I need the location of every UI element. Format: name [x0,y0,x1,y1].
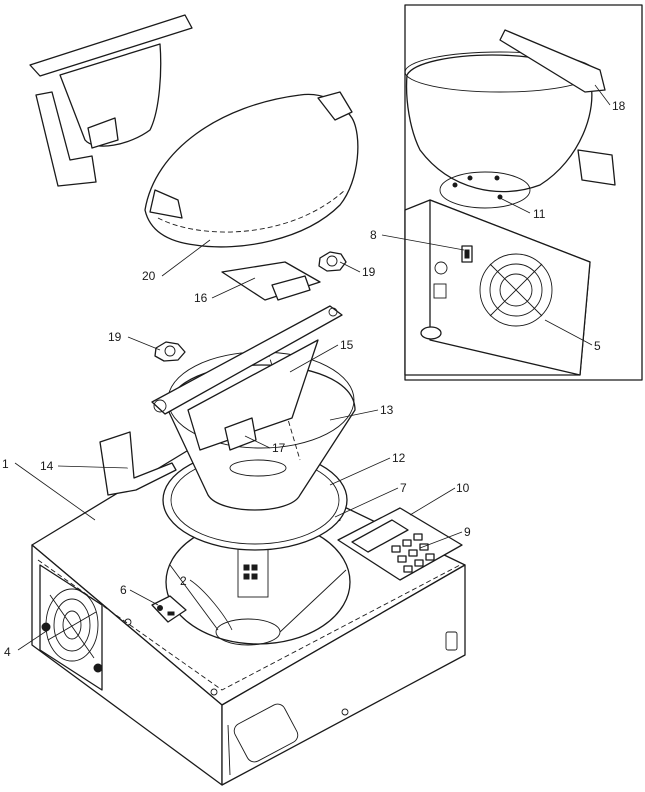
keypad [391,533,435,573]
inset-rear-view [404,4,643,381]
leader-lines [14,84,611,651]
lid-bracket [221,261,321,301]
callout-16: 16 [194,291,208,305]
callout-20: 20 [142,269,156,283]
callout-labels: 1 2 4 5 6 7 8 9 10 11 12 13 14 15 16 17 … [2,99,626,659]
callout-11: 11 [533,207,546,221]
callout-19-lower: 19 [108,330,122,344]
knob-upper [318,251,347,272]
inset-rear-panel [404,199,591,376]
handle-bracket [151,305,343,451]
callout-10: 10 [456,481,470,495]
callout-15: 15 [340,338,354,352]
callout-12: 12 [392,451,406,465]
side-shield [99,431,177,496]
callout-8: 8 [370,228,377,242]
control-panel [337,507,463,581]
top-handle-bracket [29,14,193,187]
callout-5: 5 [594,339,601,353]
callout-18: 18 [612,99,626,113]
callout-9: 9 [464,525,471,539]
lid [144,91,359,248]
callout-1: 1 [2,457,9,471]
inset-upper-bowl [404,51,596,209]
callout-2: 2 [180,574,187,588]
callout-7: 7 [400,481,407,495]
callout-19-upper: 19 [362,265,376,279]
fuse-holder [151,595,187,623]
callout-6: 6 [120,583,127,597]
knob-lower [154,341,186,362]
side-fan [39,564,103,691]
callout-14: 14 [40,459,54,473]
callout-17: 17 [272,441,286,455]
callout-4: 4 [4,645,11,659]
callout-13: 13 [380,403,394,417]
